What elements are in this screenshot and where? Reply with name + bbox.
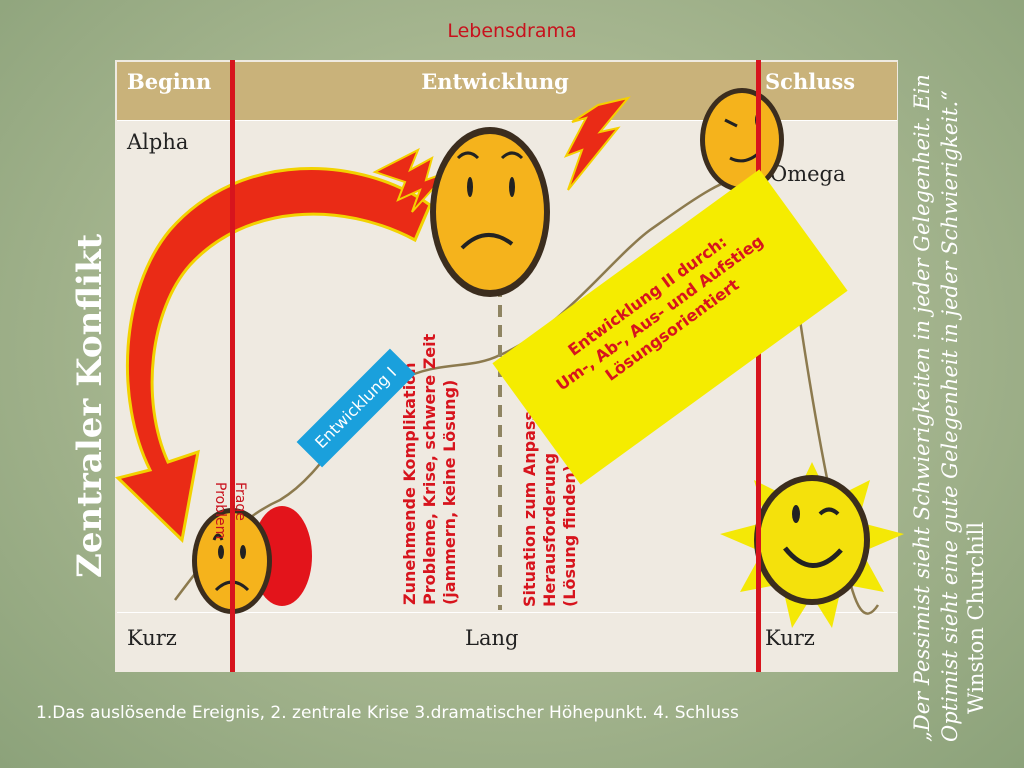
cell-alpha: Alpha <box>127 130 189 154</box>
komplikation-line: Probleme, Krise, schwere Zeit <box>420 333 439 605</box>
problem-text: Problem <box>212 482 228 540</box>
header-schluss: Schluss <box>757 62 897 120</box>
quote-author: Winston Churchill <box>964 521 988 714</box>
phase-divider-right <box>756 60 761 672</box>
story-curve <box>174 173 880 615</box>
side-label: Zentraler Konflikt <box>70 233 110 578</box>
churchill-quote: „Der Pessimist sieht Schwierigkeiten in … <box>908 74 964 742</box>
row-divider <box>117 612 897 613</box>
worried-face-icon <box>430 127 550 297</box>
conflict-arrow <box>115 167 432 544</box>
sun-face-icon <box>720 462 904 628</box>
quote-line: Optimist sieht eine gute Gelegenheit in … <box>938 90 962 742</box>
frage-problem-label: Frage Problem <box>210 482 250 539</box>
lightning-icon <box>563 96 631 191</box>
cell-omega: Omega <box>770 162 846 186</box>
cell-kurz-start: Kurz <box>127 626 177 650</box>
quote-line: „Der Pessimist sieht Schwierigkeiten in … <box>910 74 934 742</box>
komplikation-line: (jammern, keine Lösung) <box>440 379 459 605</box>
footer-caption: 1.Das auslösende Ereignis, 2. zentrale K… <box>36 703 739 723</box>
header-entwicklung: Entwicklung <box>233 62 757 120</box>
cell-kurz-end: Kurz <box>765 626 815 650</box>
cell-lang: Lang <box>465 626 519 650</box>
header-beginn: Beginn <box>117 62 233 120</box>
header-divider <box>117 120 897 121</box>
frage-text: Frage <box>232 482 248 521</box>
phase-divider-left <box>230 60 235 672</box>
slide-title: Lebensdrama <box>447 20 577 42</box>
wink-face-icon <box>700 88 784 192</box>
